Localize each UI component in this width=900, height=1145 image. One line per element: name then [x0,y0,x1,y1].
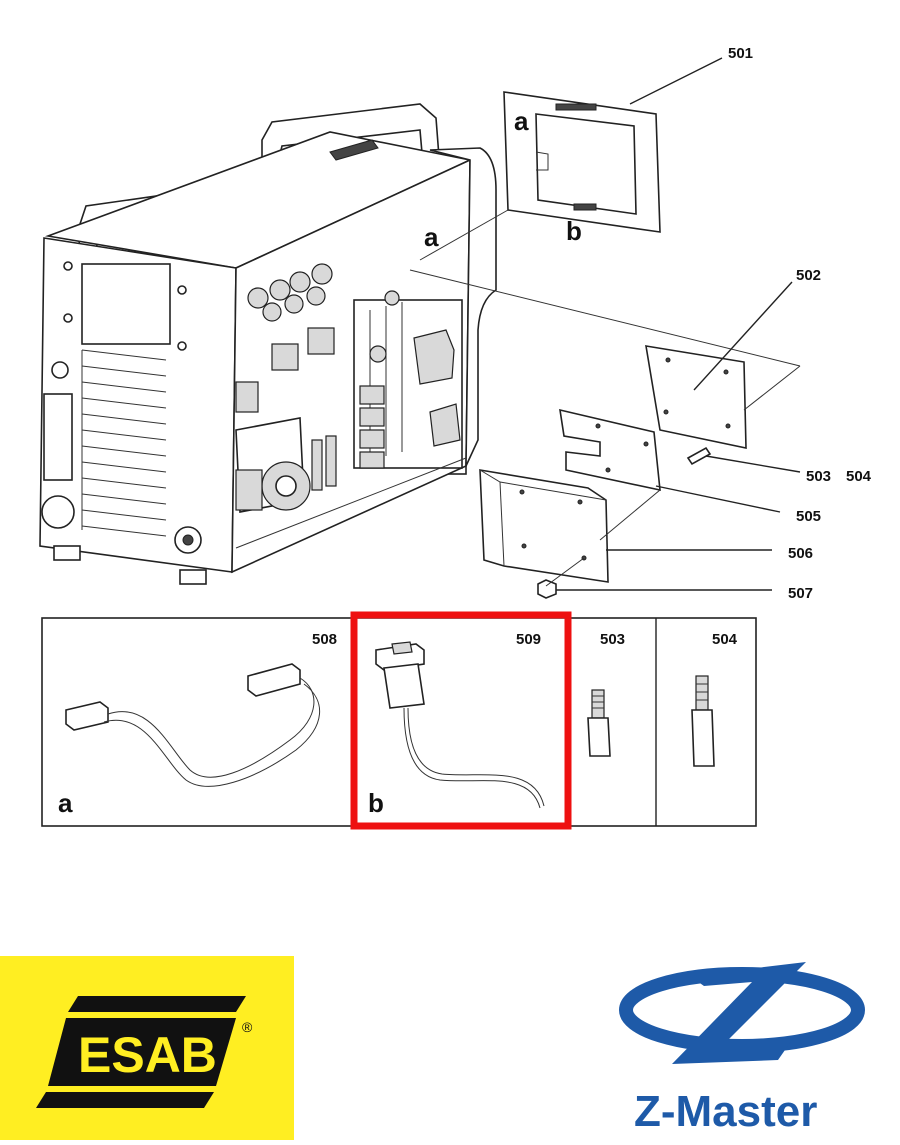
screw [177,341,187,351]
callout-503: 503 [806,468,831,485]
highlight-box [350,611,572,830]
panel-508-number: 508 [312,631,337,648]
vent-grille [81,349,167,537]
esab-main-block [48,1018,236,1086]
screw [177,285,187,295]
panel-508-letter: a [58,788,73,818]
part-505-board [559,408,661,492]
marker-a-machine: a [424,222,439,252]
callout-506: 506 [788,545,813,562]
callout-504: 504 [846,468,872,485]
top-slot [329,139,379,161]
screw [63,313,73,323]
callout-501: 501 [728,45,753,62]
callout-502: 502 [796,267,821,284]
panel-509-letter: b [368,788,384,818]
welding-machine [39,103,497,585]
esab-stripe-top [68,996,246,1012]
esab-stripe-bottom [36,1092,214,1108]
zmaster-logo: Z-Master [619,962,865,1136]
internal-components [235,263,467,549]
screw [63,261,73,271]
zmaster-wordmark: Z-Master [634,1087,817,1136]
esab-logo: ESAB ® [0,956,294,1140]
esab-wordmark: ESAB [78,1027,217,1083]
label-plate [43,393,73,481]
part-506-cover [479,469,609,583]
foot [53,545,81,561]
panel-509-connector-cable [375,641,545,809]
part-501-frame [503,91,661,233]
foot [179,569,207,585]
panel-508-ribbon-cable [65,663,320,787]
knob-center [182,534,194,546]
callout-507: 507 [788,585,813,602]
panel-503-number: 503 [600,631,625,648]
detail-panels: 508 a 509 b 503 504 [41,611,757,830]
marker-a-frame: a [514,106,529,136]
rear-panel [429,147,497,467]
part-507-nut [537,579,557,599]
panel-503-standoff [587,689,611,757]
panel-504-standoff [691,675,715,767]
assembly-lines [409,209,801,587]
socket [41,495,75,529]
front-switch [51,361,69,379]
esab-registered-mark: ® [242,1019,253,1035]
callout-505: 505 [796,508,821,525]
display-window [81,263,171,345]
panel-504-number: 504 [712,631,738,648]
standoff-small [686,446,712,466]
leader-lines [556,57,801,591]
marker-b-frame: b [566,216,582,246]
panel-509-number: 509 [516,631,541,648]
part-502-plate [645,345,747,449]
zmaster-z-mark [672,962,806,1064]
